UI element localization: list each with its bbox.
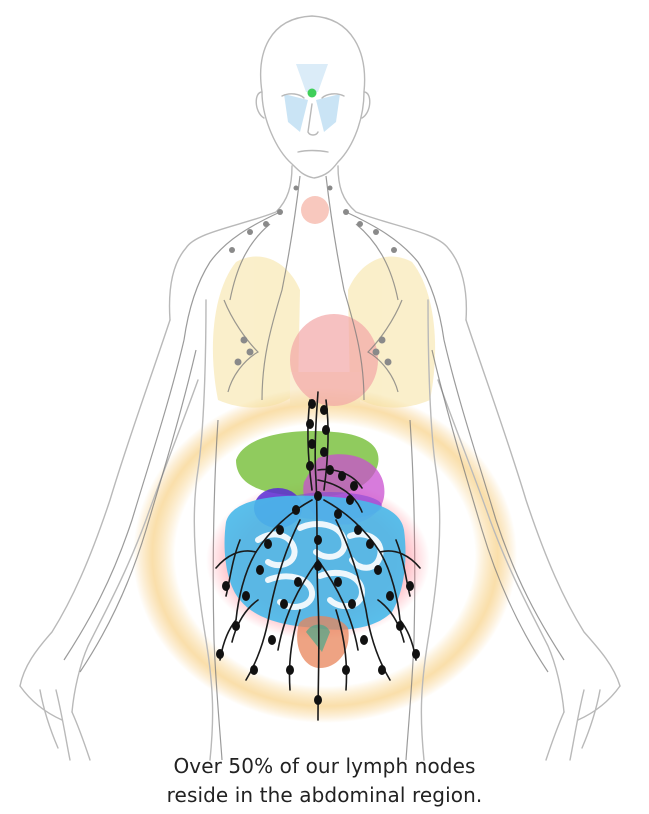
heart [290,314,378,406]
caption-line-2: reside in the abdominal region. [0,781,649,810]
caption-line-1: Over 50% of our lymph nodes [0,752,649,781]
sinus-area [284,64,340,132]
caption: Over 50% of our lymph nodes reside in th… [0,752,649,810]
thyroid [301,196,329,224]
pineal-dot [308,89,317,98]
